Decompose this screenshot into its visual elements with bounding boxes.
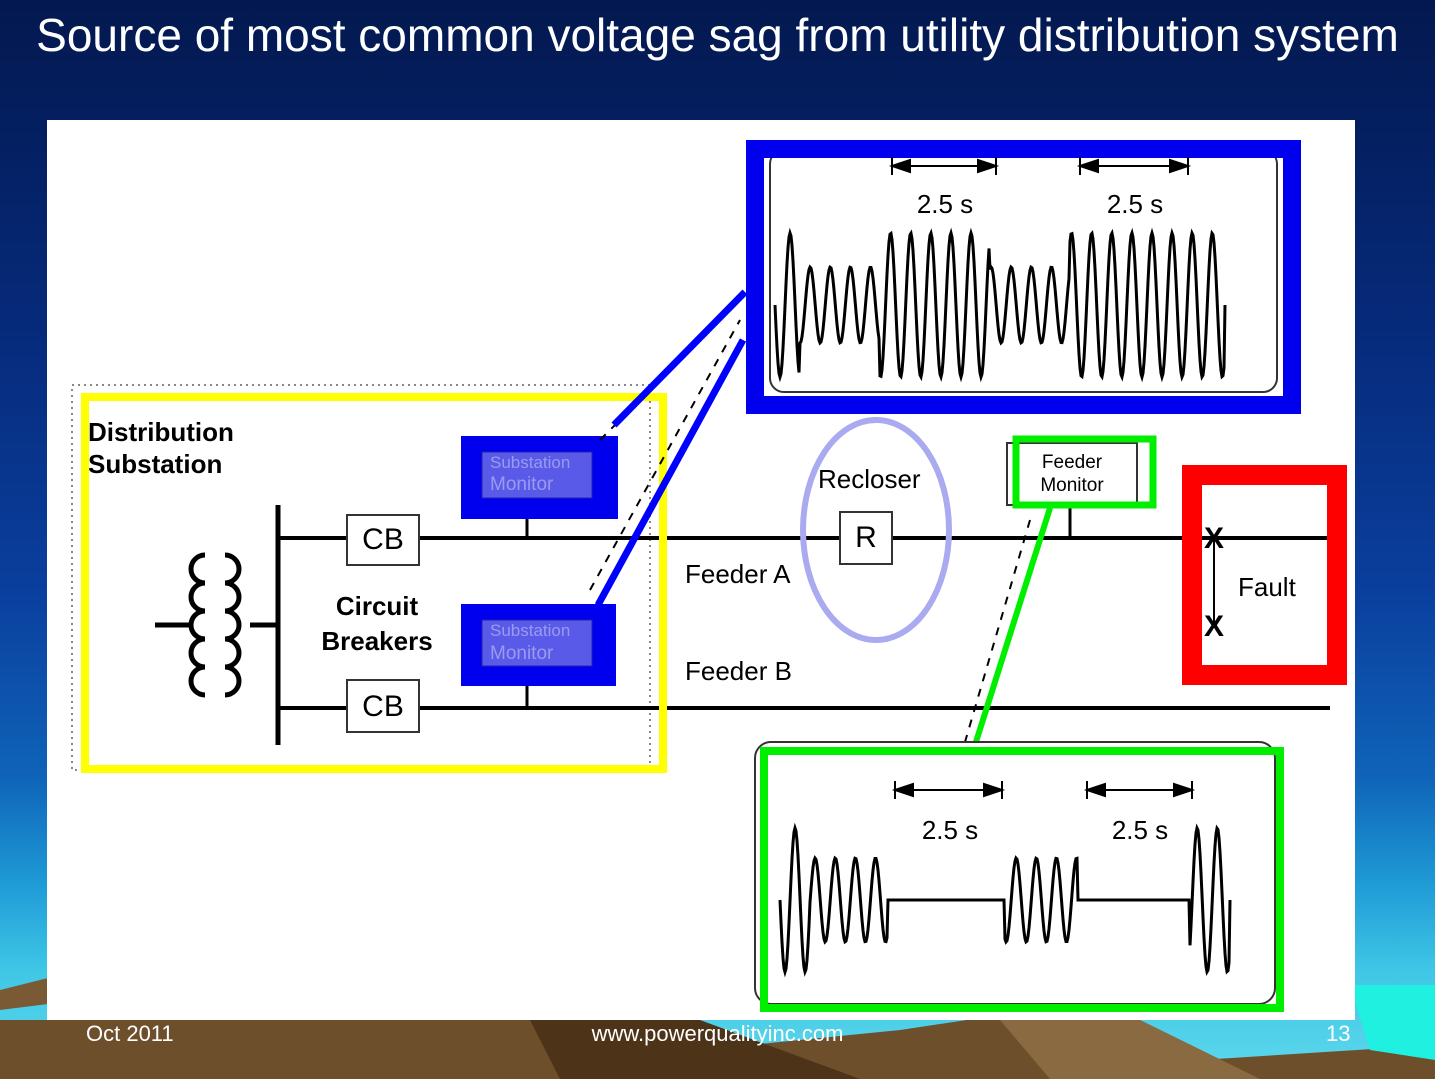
recloser-box-label: R <box>855 521 877 554</box>
recloser-label: Recloser <box>818 464 921 494</box>
feeder-monitor-line2: Monitor <box>1040 475 1104 496</box>
fault-marker-bottom: X <box>1204 610 1224 643</box>
bottom-waveform <box>778 822 1232 978</box>
substation-label-line2: Substation <box>88 449 222 479</box>
feeder-monitor-highlight <box>1012 435 1157 509</box>
slide-title: Source of most common voltage sag from u… <box>36 9 1399 61</box>
bottom-waveform-highlight <box>760 747 1284 1012</box>
recloser-box <box>839 511 893 565</box>
fault-marker-top: X <box>1204 522 1224 555</box>
feeder-monitor-connector <box>972 507 1053 746</box>
substation-monitor-bottom-line2: Monitor <box>490 643 554 664</box>
cb-top-label: CB <box>362 523 404 556</box>
feeder-monitor-line1: Feeder <box>1042 452 1103 473</box>
diagram-panel: CB CB Circuit Breakers Distribution Subs… <box>47 120 1355 1020</box>
circuit-breakers-line2: Breakers <box>321 626 432 656</box>
circuit-breakers-line1: Circuit <box>336 591 419 621</box>
recloser-highlight-ellipse <box>800 417 952 643</box>
monitor-top-connector <box>611 289 748 428</box>
cb-bottom-label: CB <box>362 690 404 723</box>
footer-page-number: 13 <box>1326 1021 1351 1046</box>
substation-monitor-top-line2: Monitor <box>490 474 554 495</box>
transformer-icon <box>155 552 278 698</box>
cb-bottom-box <box>346 679 420 733</box>
footer-date: Oct 2011 <box>86 1021 174 1046</box>
fault-highlight-box <box>1182 465 1347 685</box>
substation-monitor-top-line1: Substation <box>490 453 570 472</box>
cb-top-box <box>346 514 420 566</box>
feeder-a-label: Feeder A <box>685 559 791 589</box>
footer-url[interactable]: www.powerqualityinc.com <box>591 1021 844 1046</box>
bottom-interval-2: 2.5 s <box>1112 815 1168 845</box>
top-waveform-highlight <box>746 140 1301 414</box>
bottom-interval-1: 2.5 s <box>922 815 978 845</box>
monitor-bottom-connector <box>594 338 747 607</box>
feeder-b-label: Feeder B <box>685 656 792 686</box>
top-interval-2: 2.5 s <box>1107 189 1163 219</box>
feeder-monitor-box <box>1006 442 1138 506</box>
substation-dotted-outline <box>71 384 651 771</box>
top-interval-1: 2.5 s <box>917 189 973 219</box>
substation-highlight-box <box>81 393 667 773</box>
top-waveform <box>773 227 1227 383</box>
fault-label: Fault <box>1238 572 1297 602</box>
substation-label-line1: Distribution <box>88 417 234 447</box>
substation-monitor-bottom-line1: Substation <box>490 621 570 640</box>
distribution-diagram: CB CB Circuit Breakers Distribution Subs… <box>71 140 1347 1012</box>
